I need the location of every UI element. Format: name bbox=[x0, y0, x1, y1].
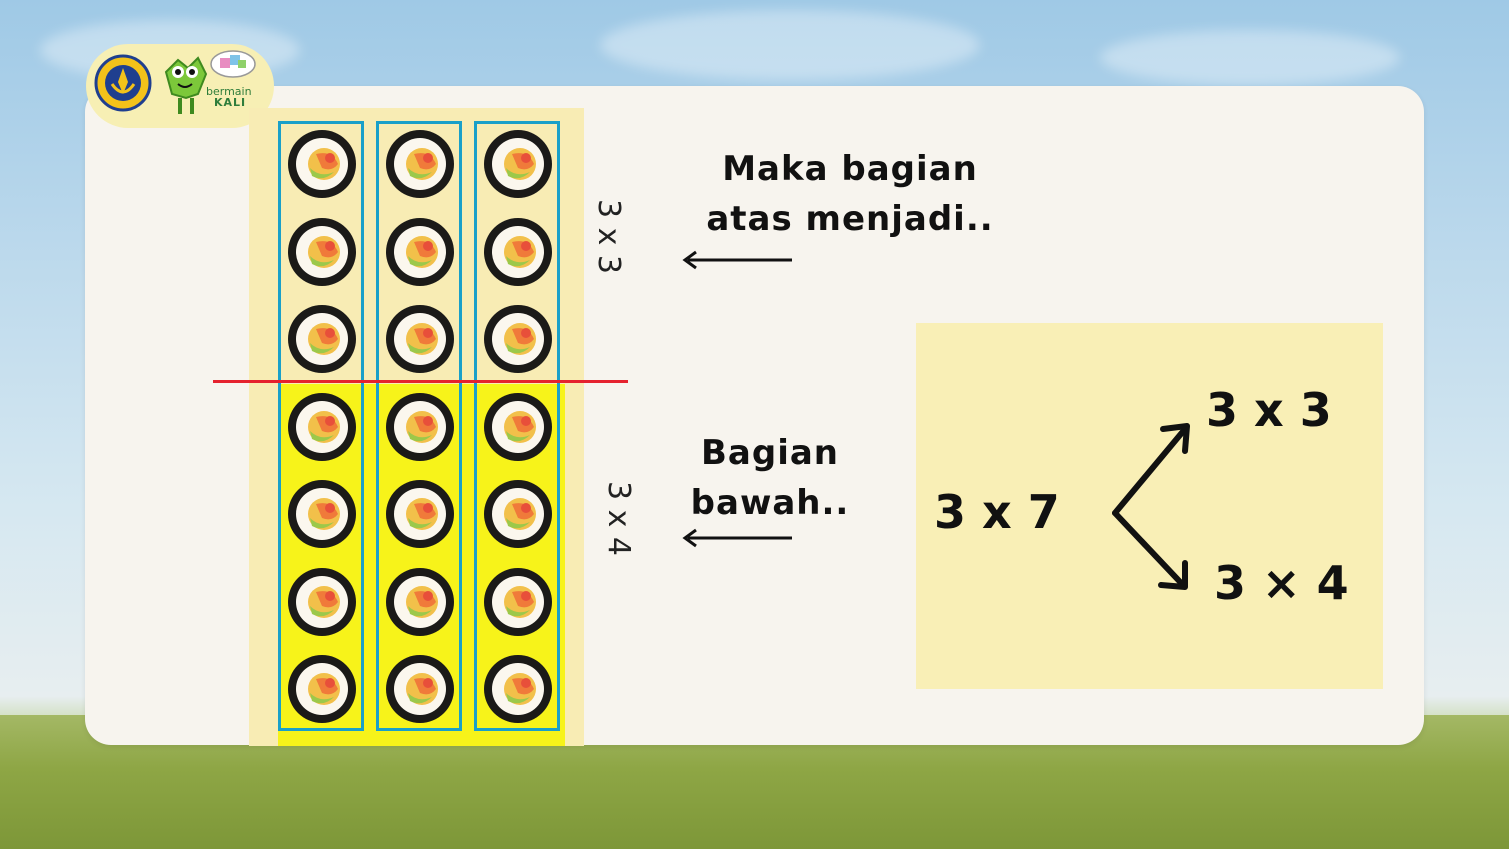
grid-column-1 bbox=[278, 121, 364, 731]
grid-bottom-edge-right bbox=[565, 384, 584, 746]
sushi-roll-icon bbox=[286, 303, 358, 375]
sushi-roll-icon bbox=[482, 128, 554, 200]
grid-column-3 bbox=[474, 121, 560, 731]
cloud bbox=[1100, 30, 1400, 85]
sushi-roll-icon bbox=[384, 566, 456, 638]
grid-column-2 bbox=[376, 121, 462, 731]
top-note-line-2: atas menjadi.. bbox=[706, 199, 994, 239]
upper-expression: 3 x 3 bbox=[1206, 383, 1332, 437]
left-arrow-icon bbox=[682, 528, 792, 548]
sushi-roll-icon bbox=[384, 128, 456, 200]
sushi-roll-icon bbox=[384, 391, 456, 463]
bottom-note-line-1: Bagian bbox=[701, 433, 839, 473]
sushi-roll-icon bbox=[482, 653, 554, 725]
bottom-multiplication-label: 3 x 4 bbox=[601, 481, 636, 556]
brand-text: bermain KALI bbox=[206, 86, 252, 108]
main-expression: 3 x 7 bbox=[934, 485, 1060, 539]
lower-expression: 3 × 4 bbox=[1214, 556, 1349, 610]
green-mascot-icon bbox=[164, 50, 256, 114]
ministry-emblem-icon bbox=[94, 54, 152, 112]
sushi-roll-icon bbox=[384, 303, 456, 375]
decomposition-panel bbox=[916, 323, 1383, 689]
sushi-roll-icon bbox=[286, 216, 358, 288]
top-multiplication-label: 3 x 3 bbox=[591, 199, 626, 274]
sushi-roll-icon bbox=[482, 566, 554, 638]
cloud bbox=[600, 10, 980, 80]
sushi-roll-icon bbox=[384, 478, 456, 550]
brand-line-1: bermain bbox=[206, 85, 252, 98]
grid-bottom-edge-left bbox=[249, 384, 278, 746]
sushi-roll-icon bbox=[482, 478, 554, 550]
sushi-roll-icon bbox=[482, 216, 554, 288]
sushi-roll-icon bbox=[482, 391, 554, 463]
bottom-note-line-2: bawah.. bbox=[690, 483, 850, 523]
sushi-roll-icon bbox=[482, 303, 554, 375]
sushi-roll-icon bbox=[286, 653, 358, 725]
left-arrow-icon bbox=[682, 250, 792, 270]
sushi-roll-icon bbox=[286, 566, 358, 638]
split-arrows-icon bbox=[1112, 423, 1190, 590]
sushi-roll-icon bbox=[384, 216, 456, 288]
brand-line-2: KALI bbox=[214, 96, 247, 109]
sushi-roll-icon bbox=[384, 653, 456, 725]
sushi-roll-icon bbox=[286, 391, 358, 463]
top-note: Maka bagian atas menjadi.. bbox=[700, 144, 1000, 244]
divider-line bbox=[213, 380, 628, 383]
sushi-roll-icon bbox=[286, 128, 358, 200]
bottom-note: Bagian bawah.. bbox=[690, 428, 850, 528]
sushi-roll-icon bbox=[286, 478, 358, 550]
top-note-line-1: Maka bagian bbox=[722, 149, 978, 189]
